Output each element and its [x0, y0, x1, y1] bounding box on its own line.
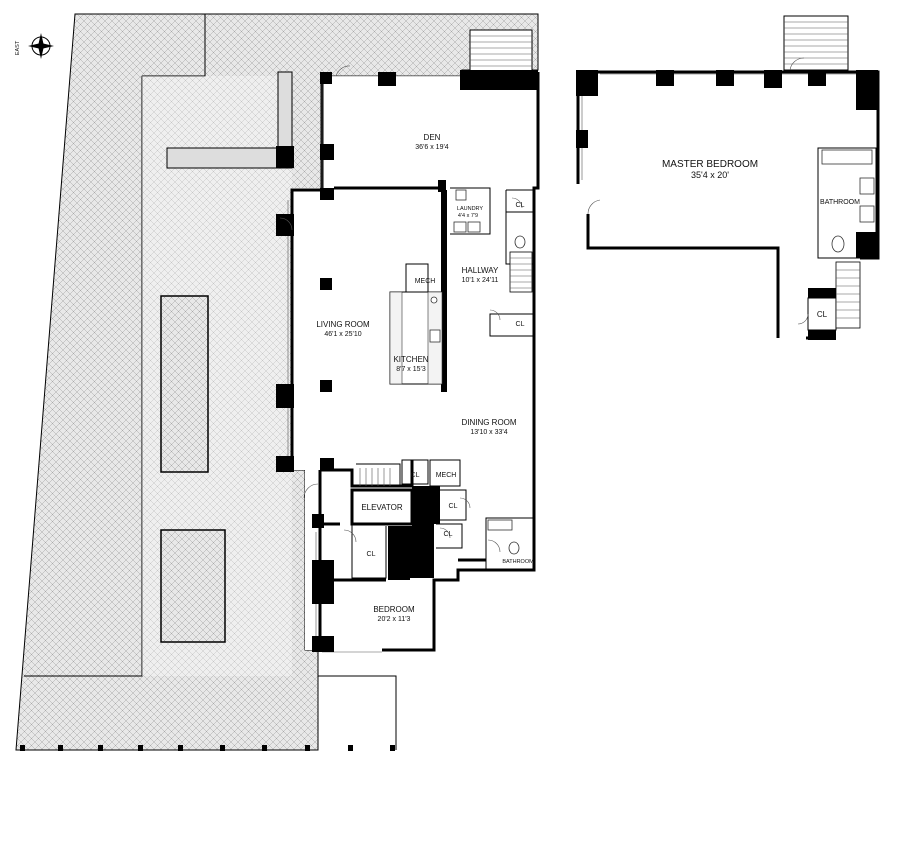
sink-icon [467, 221, 481, 233]
mech-label: MECH [415, 278, 436, 285]
bathtub-icon [821, 149, 873, 165]
structural-columns [276, 70, 538, 652]
elevator-label: ELEVATOR [361, 503, 403, 512]
terrace-edge-posts [20, 745, 395, 751]
small-bath-walls [485, 517, 535, 571]
planter-1 [160, 295, 209, 473]
terrace-inner-boundary [24, 14, 397, 750]
hall-closet-top-label: CL [516, 202, 525, 209]
mech-room-2-walls [429, 459, 461, 487]
closet-bath-left [436, 523, 463, 549]
bed-closet-label: CL [367, 551, 376, 558]
closet-elev-right-label: CL [449, 503, 458, 510]
planter-2 [160, 529, 226, 643]
living-floor [292, 188, 534, 470]
master-stair-down-icon [835, 261, 861, 329]
hallway-dim: 10'1 x 24'11 [462, 277, 499, 284]
master-sink-2-icon [859, 205, 875, 223]
bedroom-dim: 20'2 x 11'3 [378, 616, 411, 623]
dining-room-name: DINING ROOM [461, 418, 516, 427]
laundry-walls [450, 187, 491, 235]
master-bedroom-dim: 35'4 x 20' [691, 170, 729, 180]
living-room-dim: 46'1 x 25'10 [324, 331, 361, 338]
den-floor [322, 76, 538, 188]
stair-well [356, 463, 401, 486]
master-toilet-icon [831, 235, 845, 253]
stair-icon [509, 251, 533, 293]
den-name: DEN [424, 133, 441, 142]
master-columns [576, 70, 878, 340]
bed-closet-walls [351, 524, 387, 579]
lower-wall-1 [320, 460, 414, 488]
closet-elev-right [440, 489, 467, 521]
interior-stair-icon [359, 468, 391, 486]
master-bath-label: BATHROOM [820, 199, 860, 206]
living-room-name: LIVING ROOM [316, 320, 370, 329]
upper-floor [576, 15, 880, 340]
closet-bath-label: CL [444, 531, 453, 538]
master-bedroom-name: MASTER BEDROOM [662, 159, 758, 170]
closet-stair-label: CL [411, 472, 420, 479]
master-door-swings [587, 57, 809, 325]
room-labels: DEN 36'6 x 19'4 LAUNDRY 4'4 x 7'9 CL HAL… [316, 133, 860, 623]
laundry-name: LAUNDRY [457, 206, 484, 212]
dryer-icon [453, 221, 467, 233]
master-sink-icon [859, 177, 875, 195]
hall-closet-bottom [489, 313, 535, 337]
bedroom-name: BEDROOM [373, 605, 415, 614]
den-dim: 36'6 x 19'4 [415, 144, 449, 151]
master-closet-walls [807, 297, 837, 331]
door-swing-icon [279, 65, 523, 553]
master-floor [578, 72, 878, 338]
compass-rose-icon [28, 33, 54, 59]
master-closet-label: CL [817, 310, 828, 319]
hall-closet-bottom-label: CL [516, 321, 525, 328]
washer-icon [455, 189, 467, 201]
stove-icon [429, 329, 441, 343]
master-bath-walls [817, 147, 877, 259]
exterior-stair-icon [469, 29, 533, 73]
hallway-name: HALLWAY [462, 266, 499, 275]
kitchen-dim: 8'7 x 15'3 [396, 366, 426, 373]
upper-stair-icon [783, 15, 849, 71]
kitchen-sink-icon [430, 296, 438, 304]
toilet-icon [514, 235, 526, 249]
laundry-dim: 4'4 x 7'9 [458, 213, 478, 219]
small-bath-label: BATHROOM [502, 559, 534, 565]
kitchen-name: KITCHEN [393, 355, 428, 364]
small-bath-tub-icon [487, 519, 513, 531]
dining-room-dim: 13'10 x 33'4 [470, 429, 507, 436]
core-wall [388, 486, 440, 580]
small-bath-toilet-icon [508, 541, 520, 555]
trellis-beam-horizontal [166, 147, 293, 169]
kitchen-island [389, 291, 403, 385]
terrace [15, 13, 539, 751]
closet-stair [401, 459, 429, 485]
compass-label: EAST [15, 40, 21, 55]
main-floor [276, 65, 540, 653]
mech-2-label: MECH [436, 472, 457, 479]
